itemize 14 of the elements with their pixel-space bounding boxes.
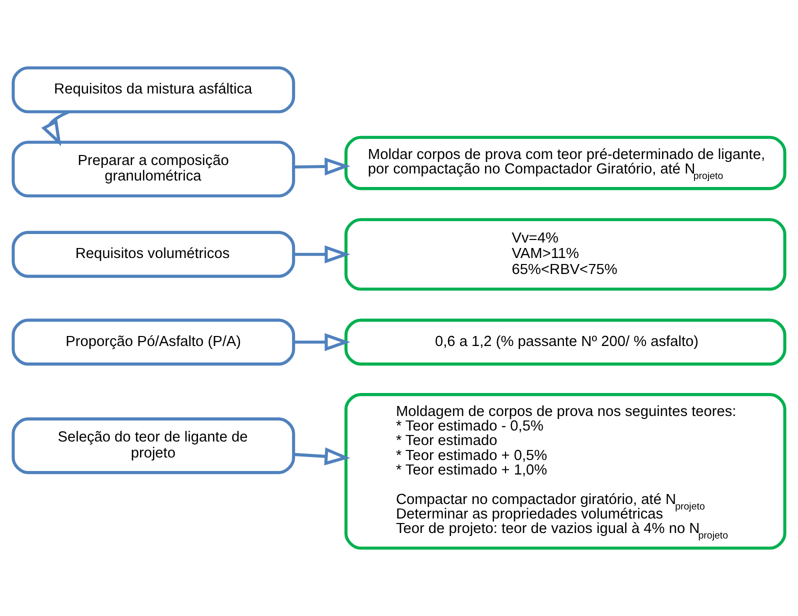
arrow	[294, 333, 350, 352]
node-box: Moldagem de corpos de prova nos seguintes teores: * Teor estimado - 0,5% * Teor estimado * Teor estimado + 0,5% * Teor estimado + 1,0% Compactar no compactador giratório, até N$_{projeto}$ Determinar as propriedades volumétricas Teor de projeto: teor de vazios igual à 4% no N$_{projeto}$	[344, 393, 786, 550]
arrow	[294, 158, 350, 176]
node-box: 0,6 a 1,2 (% passante Nº 200/ % asfalto)	[344, 318, 786, 366]
node-box: Moldar corpos de prova com teor pré-determinado de ligante, por compactação no Compactador Giratório, até N$_{projeto}$	[344, 136, 786, 190]
node-box: Requisitos volumétricos	[12, 230, 296, 278]
node-box: Requisitos da mistura asfáltica	[12, 66, 296, 114]
arrow	[294, 447, 350, 466]
node-box: Preparar a composição granulométrica	[12, 140, 296, 198]
node-box: Vv=4% VAM>11% 65%<RBV<75%	[344, 218, 786, 291]
node-box: Seleção do teor de ligante de projeto	[12, 417, 296, 474]
arrow	[294, 245, 350, 264]
node-box: Proporção Pó/Asfalto (P/A)	[12, 318, 296, 366]
arrow	[41, 110, 70, 146]
